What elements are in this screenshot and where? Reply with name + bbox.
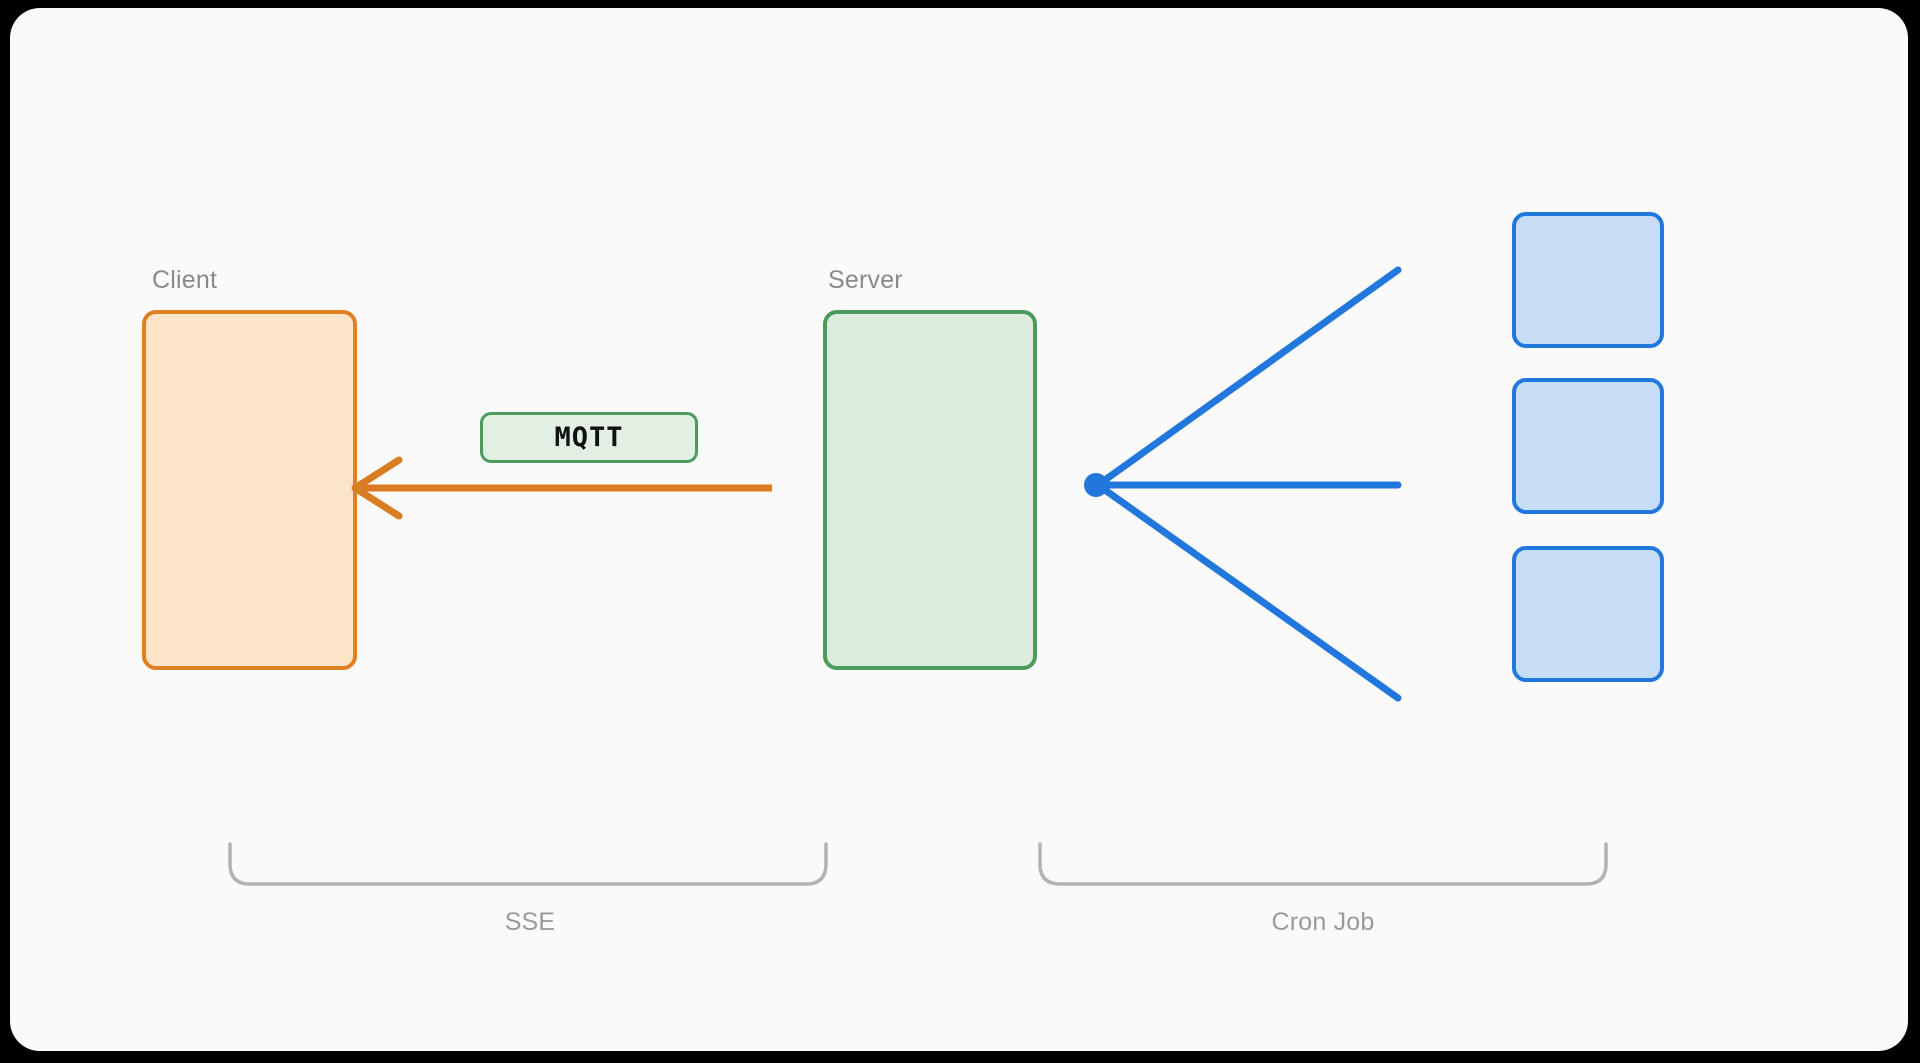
worker-node-box-2[interactable] (1512, 378, 1664, 514)
fanout-lines[interactable] (1084, 266, 1402, 702)
sse-bracket-path (228, 842, 828, 886)
fanout-hub-dot[interactable] (1084, 473, 1108, 497)
cron-job-bracket (1038, 842, 1608, 886)
fanout-bottom-line (1094, 481, 1402, 702)
sse-bracket-label: SSE (504, 908, 556, 936)
cron-job-bracket-label: Cron Job (1271, 908, 1375, 936)
server-to-client-arrowhead (351, 456, 403, 520)
client-node-box[interactable] (142, 310, 357, 670)
server-to-client-arrow[interactable] (351, 456, 772, 520)
diagram-card: Client Server MQTT (10, 8, 1908, 1051)
diagram-vector-overlay (228, 266, 1608, 886)
worker-node-box-1[interactable] (1512, 212, 1664, 348)
server-node-box[interactable] (823, 310, 1037, 670)
client-node-label: Client (152, 266, 218, 294)
mqtt-edge-label[interactable]: MQTT (480, 412, 698, 463)
server-node-label: Server (828, 266, 903, 294)
mqtt-edge-label-text: MQTT (554, 422, 624, 453)
fanout-top-line (1094, 266, 1402, 489)
cron-job-bracket-path (1038, 842, 1608, 886)
diagram-canvas[interactable]: Client Server MQTT (10, 8, 1908, 1051)
worker-node-box-3[interactable] (1512, 546, 1664, 682)
sse-bracket (228, 842, 828, 886)
